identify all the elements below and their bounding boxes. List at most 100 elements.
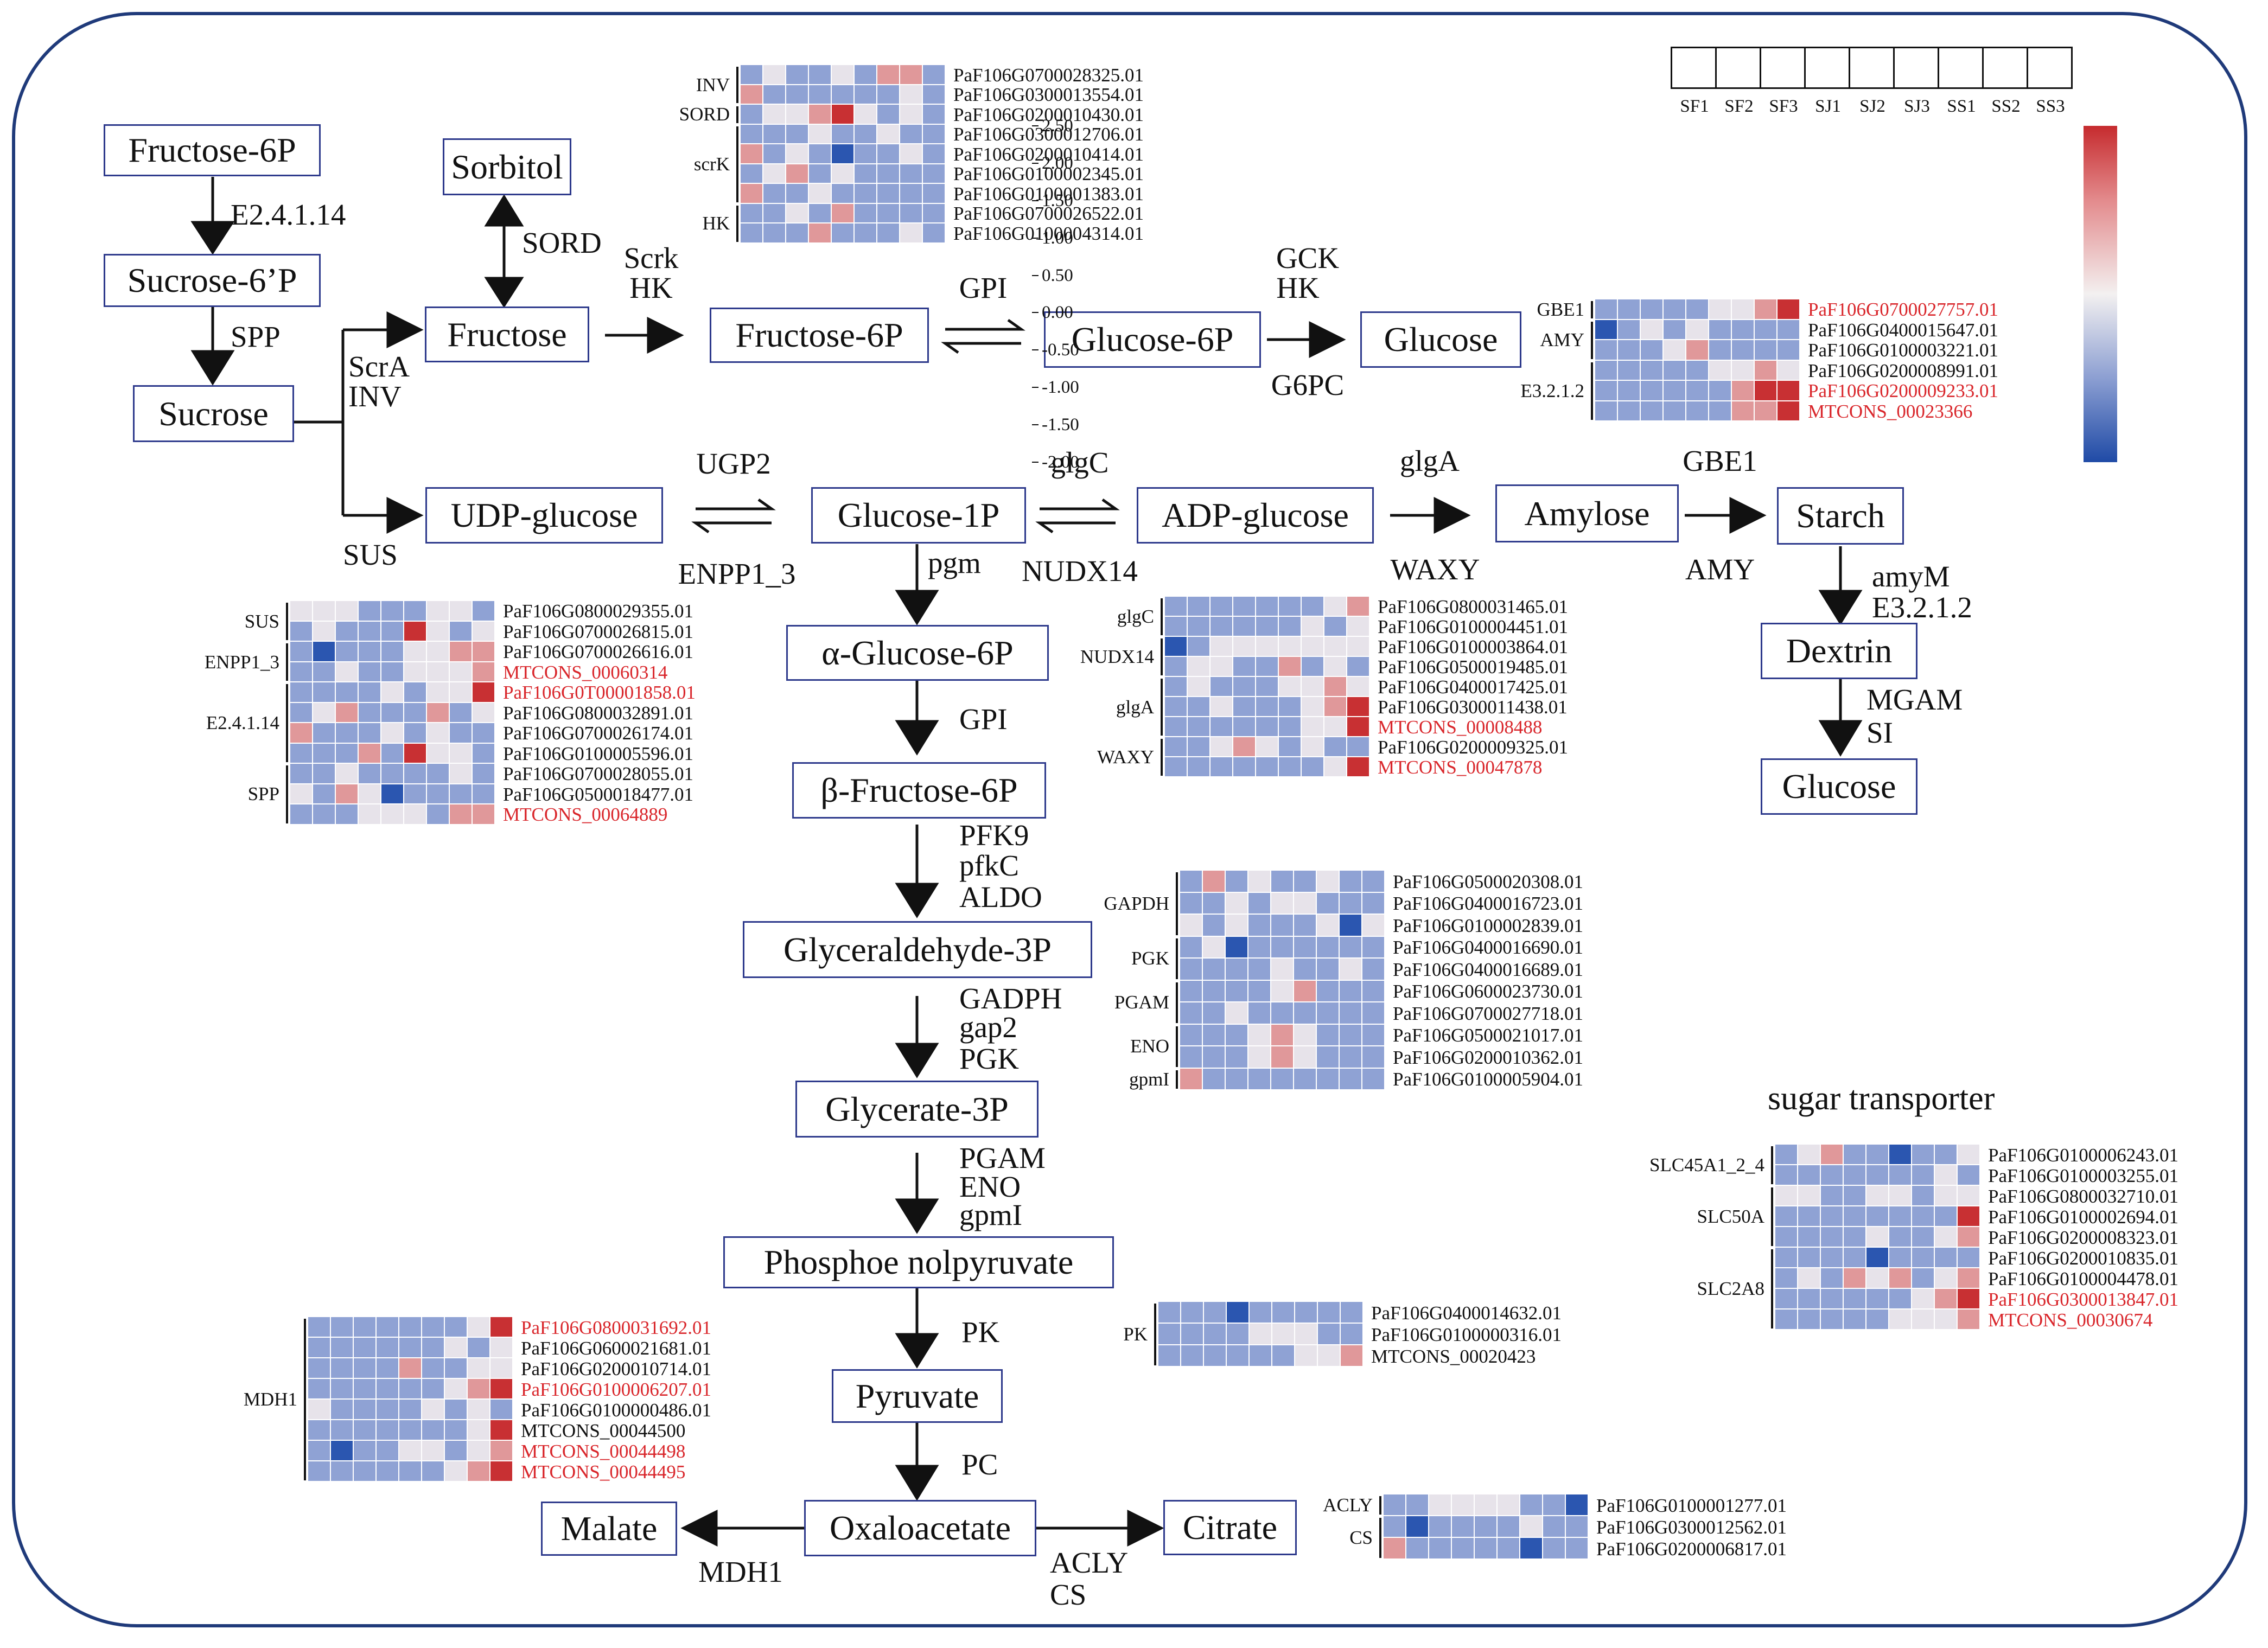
heatmap-cell bbox=[809, 144, 832, 164]
heatmap-cell bbox=[1226, 980, 1248, 1002]
heatmap-cell bbox=[404, 642, 427, 662]
heatmap-cell bbox=[832, 105, 855, 125]
heatmap-cell bbox=[1406, 1538, 1429, 1560]
heatmap-cell bbox=[1778, 401, 1800, 421]
heatmap-cell bbox=[1362, 892, 1385, 915]
heatmap-cell bbox=[1317, 959, 1340, 981]
heatmap-cell bbox=[427, 702, 450, 723]
heatmap-cell bbox=[473, 764, 495, 784]
heatmap-cell bbox=[1866, 1248, 1889, 1268]
heatmap-cell bbox=[1279, 697, 1302, 717]
gene-id: PaF106G0100005596.01 bbox=[503, 743, 693, 764]
gene-id: PaF106G0200008323.01 bbox=[1988, 1227, 2178, 1248]
gene-group-label: ENO bbox=[1130, 1036, 1169, 1057]
heatmap-cell bbox=[427, 682, 450, 703]
enzyme-pgam: PGAM bbox=[959, 1141, 1046, 1174]
heatmap-cell bbox=[900, 164, 923, 184]
gene-id: PaF106G0700026174.01 bbox=[503, 723, 693, 744]
heatmap-cell bbox=[1798, 1227, 1821, 1248]
heatmap-cell bbox=[1340, 1002, 1362, 1025]
enzyme-pfkc: pfkC bbox=[959, 849, 1019, 882]
heatmap-cell bbox=[877, 105, 900, 125]
heatmap-cell bbox=[399, 1358, 422, 1379]
heatmap-cell bbox=[1406, 1516, 1429, 1538]
heatmap-cell bbox=[1256, 697, 1279, 717]
heatmap-cell bbox=[1256, 677, 1279, 697]
heatmap-cell bbox=[1188, 717, 1211, 737]
heatmap-cell bbox=[1732, 360, 1755, 381]
heatmap-cell bbox=[1203, 980, 1226, 1002]
enzyme-pfk9: PFK9 bbox=[959, 819, 1029, 852]
heatmap-cell bbox=[359, 723, 381, 744]
heatmap-cell bbox=[331, 1420, 354, 1441]
heatmap-cell bbox=[1664, 401, 1686, 421]
heatmap-cell bbox=[427, 601, 450, 622]
gene-id: PaF106G0T00001858.01 bbox=[503, 682, 696, 704]
gene-id: PaF106G0500019485.01 bbox=[1378, 656, 1568, 678]
heatmap-cell bbox=[1958, 1145, 1980, 1165]
heatmap-cell bbox=[1318, 1324, 1341, 1345]
heatmap-cell bbox=[923, 223, 946, 244]
legend-tick-mark bbox=[1032, 200, 1039, 201]
heatmap-cell bbox=[1294, 936, 1317, 959]
heatmap-cell bbox=[1732, 299, 1755, 320]
heatmap-cell bbox=[1203, 936, 1226, 959]
heatmap-cell bbox=[1271, 1068, 1294, 1090]
gene-group-label: SLC50A bbox=[1697, 1206, 1764, 1227]
heatmap-cell bbox=[832, 203, 855, 223]
heatmap-cell bbox=[1203, 1024, 1226, 1046]
heatmap-cell bbox=[1324, 657, 1347, 677]
heatmap-cell bbox=[399, 1338, 422, 1358]
gene-group-bracket bbox=[286, 643, 288, 681]
heatmap-cell bbox=[1709, 401, 1732, 421]
heatmap-cell bbox=[473, 743, 495, 764]
heatmap-cell bbox=[1279, 597, 1302, 617]
node-glucose-bottom: Glucose bbox=[1761, 758, 1917, 815]
heatmap-cell bbox=[1211, 657, 1233, 677]
heatmap-cell bbox=[1452, 1516, 1475, 1538]
heatmap-cell bbox=[1233, 597, 1256, 617]
heatmap-cell bbox=[490, 1358, 513, 1379]
heatmap-cell bbox=[399, 1441, 422, 1461]
heatmap-cell bbox=[427, 743, 450, 764]
heatmap-cell bbox=[1279, 617, 1302, 637]
enzyme-sord: SORD bbox=[522, 226, 602, 259]
heatmap-cell bbox=[1362, 936, 1385, 959]
heatmap-cell bbox=[290, 743, 313, 764]
gene-group-label: PGK bbox=[1131, 948, 1169, 969]
heatmap-cell bbox=[1912, 1268, 1935, 1289]
heatmap-cell bbox=[1272, 1324, 1295, 1345]
sample-label-sj2: SJ2 bbox=[1859, 97, 1885, 116]
gene-group-label: PGAM bbox=[1114, 992, 1169, 1013]
heatmap-cell bbox=[1520, 1494, 1543, 1516]
node-fructose-6p: Fructose-6P bbox=[710, 308, 929, 363]
heatmap-cell bbox=[1165, 677, 1188, 697]
heatmap-cell bbox=[741, 144, 763, 164]
heatmap-cell bbox=[1821, 1206, 1844, 1227]
heatmap-cell bbox=[336, 662, 359, 682]
heatmap-cell bbox=[1302, 617, 1324, 637]
heatmap-cell bbox=[1250, 1302, 1272, 1324]
heatmap-cell bbox=[1226, 959, 1248, 981]
gene-group-label: SPP bbox=[247, 783, 279, 805]
heatmap-cell bbox=[1641, 340, 1664, 361]
heatmap-cell bbox=[1204, 1324, 1227, 1345]
enzyme-amym: amyM bbox=[1872, 560, 1950, 593]
enzyme-gck: GCK bbox=[1276, 241, 1340, 274]
heatmap-cell bbox=[1686, 381, 1709, 401]
sugar-transporter-title: sugar transporter bbox=[1768, 1080, 1995, 1117]
gene-group-label: INV bbox=[696, 74, 730, 95]
gene-id: PaF106G0200009233.01 bbox=[1808, 380, 1998, 402]
heatmap-cell bbox=[832, 144, 855, 164]
heatmap-cell bbox=[308, 1461, 331, 1482]
heatmap-cell bbox=[308, 1400, 331, 1420]
heatmap-cell bbox=[359, 784, 381, 804]
heatmap-cell bbox=[1935, 1248, 1958, 1268]
enzyme-gap2: gap2 bbox=[959, 1011, 1017, 1044]
heatmap-cell bbox=[1347, 657, 1370, 677]
heatmap-cell bbox=[1317, 936, 1340, 959]
sample-box-sj3 bbox=[1893, 47, 1939, 89]
heatmap-cell bbox=[832, 65, 855, 85]
heatmap-cell bbox=[1498, 1516, 1520, 1538]
enzyme-e24114: E2.4.1.14 bbox=[231, 198, 346, 231]
